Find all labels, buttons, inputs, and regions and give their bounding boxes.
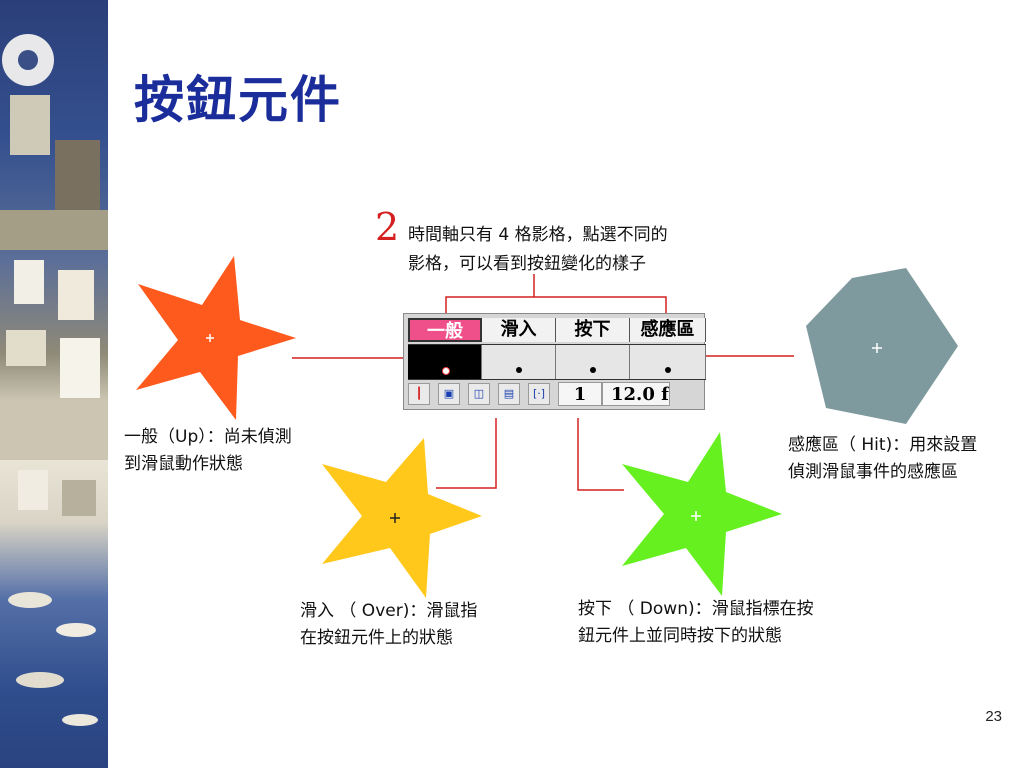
frame-label-down[interactable]: 按下: [556, 318, 630, 342]
hit-caption-line-1: 感應區（ Hit)：用來設置: [788, 435, 978, 455]
frame-cell-up[interactable]: [408, 345, 482, 379]
button-timeline-panel: 一般 滑入 按下 感應區 ┃ ▣ ◫ ▤ [·] 1 12.0 f: [403, 313, 706, 410]
down-registration-mark: [691, 511, 701, 521]
up-registration-mark: [206, 334, 214, 342]
frame-label-up[interactable]: 一般: [408, 318, 482, 342]
playhead-icon[interactable]: ┃: [408, 383, 430, 405]
over-registration-mark: [390, 513, 400, 523]
up-caption-line-2: 到滑鼠動作狀態: [124, 454, 243, 474]
page-number: 23: [985, 708, 1002, 725]
onion-skin-icon[interactable]: ▣: [438, 383, 460, 405]
keyframe-dot: [664, 367, 671, 373]
step-description: 時間軸只有 4 格影格，點選不同的 影格，可以看到按鈕變化的樣子: [408, 221, 668, 279]
frame-rate-field: 12.0 f: [602, 382, 670, 406]
down-state-star: [622, 432, 782, 596]
over-state-caption: 滑入 （ Over)：滑鼠指 在按鈕元件上的狀態: [300, 598, 477, 652]
over-callout-line: [436, 418, 497, 489]
timeline-toolbar: ┃ ▣ ◫ ▤ [·] 1 12.0 f: [408, 380, 706, 408]
hit-caption-line-2: 偵測滑鼠事件的感應區: [788, 462, 958, 482]
edit-multiple-frames-icon[interactable]: ▤: [498, 383, 520, 405]
down-callout-line: [577, 418, 624, 491]
frame-label-hit[interactable]: 感應區: [630, 318, 706, 342]
timeline-frames-row: [408, 344, 706, 380]
onion-skin-outline-icon[interactable]: ◫: [468, 383, 490, 405]
up-caption-line-1: 一般（Up）：尚未偵測: [124, 427, 292, 447]
callout-lines: [292, 274, 794, 491]
step-bracket-line: [445, 296, 667, 318]
keyframe-dot: [589, 367, 596, 373]
harbor-photo-image: [0, 34, 108, 726]
frame-cell-hit[interactable]: [630, 345, 706, 379]
hit-state-caption: 感應區（ Hit)：用來設置 偵測滑鼠事件的感應區: [788, 432, 977, 486]
step-line-2: 影格，可以看到按鈕變化的樣子: [408, 254, 646, 274]
frame-label-over[interactable]: 滑入: [482, 318, 556, 342]
frame-cell-down[interactable]: [556, 345, 630, 379]
hit-state-pentagon: [806, 268, 958, 424]
hit-registration-mark: [872, 343, 882, 353]
step-number: 2: [375, 205, 400, 249]
down-caption-line-1: 按下 （ Down)：滑鼠指標在按: [578, 599, 814, 619]
decorative-photo-sidebar: [0, 0, 108, 768]
up-state-caption: 一般（Up）：尚未偵測 到滑鼠動作狀態: [124, 424, 292, 478]
timeline-frame-labels: 一般 滑入 按下 感應區: [408, 318, 706, 342]
page-title: 按鈕元件: [134, 70, 342, 129]
down-caption-line-2: 鈕元件上並同時按下的狀態: [578, 626, 782, 646]
step-line-1: 時間軸只有 4 格影格，點選不同的: [408, 225, 668, 245]
frame-cell-over[interactable]: [482, 345, 556, 379]
down-state-caption: 按下 （ Down)：滑鼠指標在按 鈕元件上並同時按下的狀態: [578, 596, 814, 650]
up-state-star: [136, 256, 296, 420]
current-frame-field: 1: [558, 382, 602, 406]
keyframe-dot: [441, 367, 450, 375]
over-caption-line-1: 滑入 （ Over)：滑鼠指: [300, 601, 478, 621]
over-state-star: [322, 438, 482, 598]
over-caption-line-2: 在按鈕元件上的狀態: [300, 628, 453, 648]
keyframe-dot: [515, 367, 522, 373]
modify-onion-markers-icon[interactable]: [·]: [528, 383, 550, 405]
